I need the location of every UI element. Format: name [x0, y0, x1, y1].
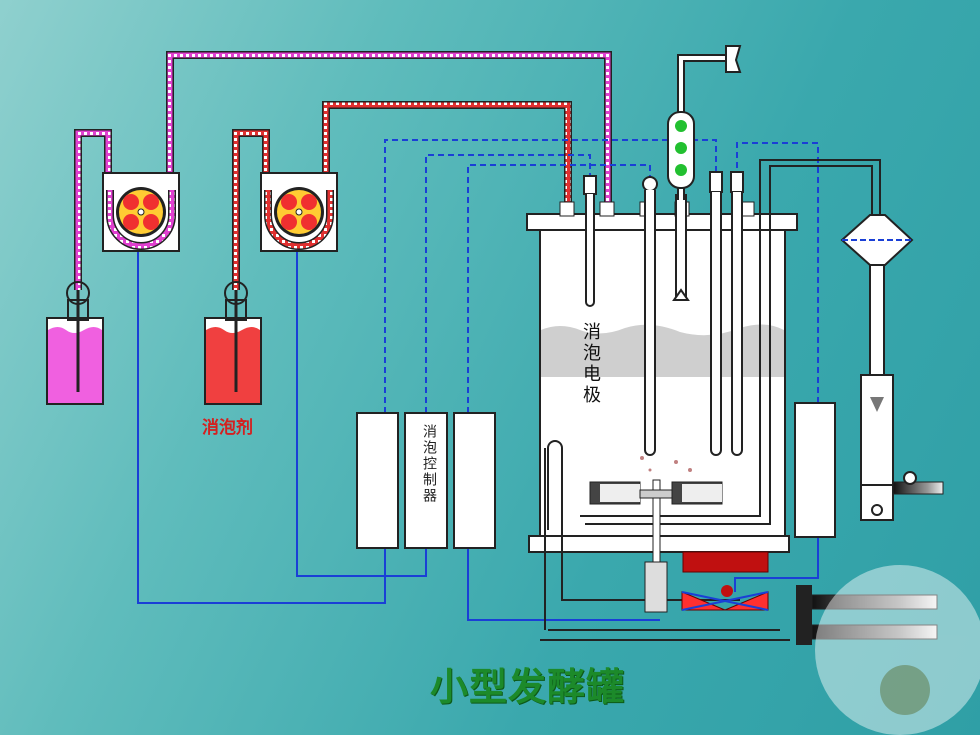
antifoam-controller-label: 消泡控制器	[421, 424, 437, 504]
diagram-title: 小型发酵罐	[430, 665, 626, 709]
bottom-valve	[681, 585, 769, 611]
outlet-pipes	[796, 585, 938, 645]
fermenter-vessel	[526, 201, 798, 553]
signal-lines-solid	[137, 252, 819, 621]
air-filter	[840, 214, 944, 521]
exhaust-sight-glass	[667, 45, 742, 200]
inner-tubes	[540, 159, 881, 641]
particles	[640, 456, 692, 472]
vessel-probes	[583, 171, 744, 456]
agitator	[589, 479, 769, 613]
controller-box-3	[453, 412, 496, 549]
antifoam-agent-label: 消泡剂	[202, 418, 253, 438]
controller-box-1	[356, 412, 399, 549]
pink-feed-line	[74, 51, 612, 290]
antifoam-electrode-label: 消泡电极	[580, 322, 601, 406]
bottle-antifoam	[204, 281, 262, 405]
red-feed-line	[232, 101, 572, 290]
controller-box-right	[794, 402, 836, 538]
pump-left	[102, 172, 180, 252]
pump-right	[260, 172, 338, 252]
scientist-watermark	[815, 565, 980, 735]
bottle-pink	[46, 281, 104, 405]
antifoam-controller-box	[404, 412, 448, 549]
